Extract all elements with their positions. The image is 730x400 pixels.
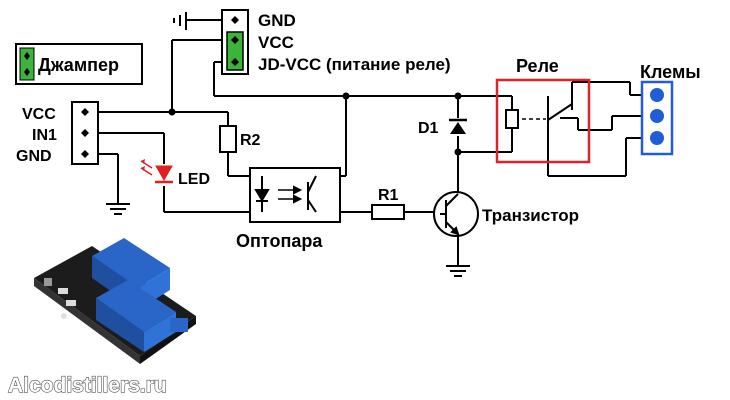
vcc-top-label: VCC	[258, 33, 294, 52]
led-icon	[140, 159, 173, 184]
jd-vcc-label: JD-VCC (питание реле)	[258, 55, 451, 74]
gnd-left-label: GND	[16, 148, 52, 165]
junction-dots	[168, 92, 462, 156]
jumper-legend	[15, 43, 143, 85]
optocoupler-icon	[249, 167, 341, 223]
in1-label: IN1	[32, 127, 57, 144]
wires	[98, 12, 654, 277]
relay-label: Реле	[516, 56, 559, 76]
led-label: LED	[178, 171, 210, 188]
optocoupler-label: Оптопара	[236, 231, 323, 251]
r2-label: R2	[240, 132, 261, 149]
gnd-top-label: GND	[258, 11, 296, 30]
top-header	[221, 9, 249, 75]
relay-module-photo	[34, 238, 196, 364]
terminals-label: Клемы	[640, 62, 701, 82]
jumper-label: Джампер	[38, 55, 119, 75]
jumper-cap-top	[226, 31, 244, 71]
d1-label: D1	[418, 120, 439, 137]
watermark: Alcodistillers.ru	[8, 374, 167, 397]
d1-diode-icon	[449, 118, 467, 134]
r2-resistor	[219, 125, 237, 153]
vcc-left-label: VCC	[22, 106, 56, 123]
r1-label: R1	[378, 187, 399, 204]
transistor-icon	[433, 191, 479, 237]
left-header	[71, 101, 99, 165]
relay-icon	[495, 78, 591, 164]
transistor-label: Транзистор	[482, 206, 579, 225]
r1-resistor	[371, 204, 405, 220]
terminal-block-icon	[640, 80, 674, 156]
jumper-icon	[19, 47, 35, 81]
